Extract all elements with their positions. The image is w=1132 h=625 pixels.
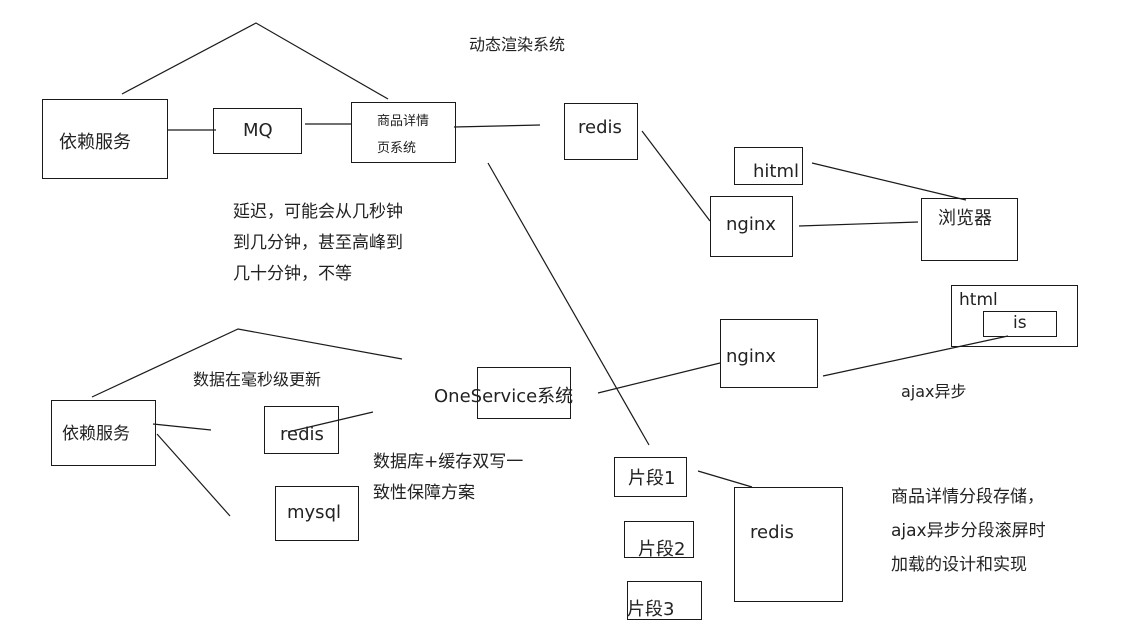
- ms-update-note: 数据在毫秒级更新: [193, 370, 322, 389]
- product-detail-system-label-1: 商品详情: [377, 114, 430, 129]
- edge-product-redis: [453, 124, 541, 128]
- dep-service-bottom-label: 依赖服务: [62, 424, 130, 444]
- redis-bottom-label: redis: [280, 424, 324, 445]
- group-bracket-top: [121, 22, 389, 100]
- browser-label: 浏览器: [938, 208, 992, 229]
- edge-oneservice-nginx: [597, 362, 721, 394]
- redis-segments-box: [734, 487, 843, 602]
- mysql-label: mysql: [287, 502, 341, 523]
- mysql-box: [275, 486, 359, 541]
- segment-3-label: 片段3: [627, 599, 675, 620]
- mq-box: [213, 108, 302, 154]
- segment-1-label: 片段1: [628, 468, 676, 489]
- nginx-top-label: nginx: [726, 214, 776, 235]
- html-container-box: [951, 285, 1078, 347]
- edge-nginx-browser: [798, 221, 919, 227]
- oneservice-box: [477, 367, 571, 419]
- hitml-label: hitml: [753, 161, 800, 182]
- group-bracket-bottom: [91, 328, 403, 398]
- redis-top-box: [564, 103, 638, 160]
- js-label: is: [1013, 313, 1027, 333]
- redis-segments-label: redis: [750, 522, 794, 543]
- html-container-label: html: [959, 290, 998, 310]
- segment-1-box: [614, 457, 687, 497]
- segment-2-box: [624, 521, 694, 558]
- double-write-note: 数据库+缓存双写一 致性保障方案: [373, 452, 524, 503]
- edge-dep-mysql: [156, 433, 231, 517]
- delay-note: 延迟，可能会从几秒钟 到几分钟，甚至高峰到 几十分钟，不等: [233, 202, 403, 284]
- redis-bottom-box: [264, 406, 339, 454]
- edge-product-segments: [487, 162, 650, 446]
- browser-box: [921, 198, 1018, 261]
- edge-hitml-browser: [811, 162, 967, 201]
- dep-service-top-box: [42, 99, 168, 179]
- segment-storage-note: 商品详情分段存储， ajax异步分段滚屏时 加载的设计和实现: [891, 487, 1046, 575]
- edge-dep-redis: [152, 423, 212, 431]
- mq-label: MQ: [243, 120, 273, 141]
- redis-top-label: redis: [578, 117, 622, 138]
- oneservice-label: OneService系统: [434, 386, 574, 407]
- ajax-async-note: ajax异步: [901, 382, 967, 401]
- edge-segment-redis: [697, 470, 753, 488]
- product-detail-system-box: [351, 102, 456, 163]
- js-box: [983, 311, 1057, 337]
- hitml-box: [734, 147, 803, 185]
- nginx-mid-box: [720, 319, 818, 388]
- diagram-title: 动态渲染系统: [469, 35, 566, 54]
- edge-nginx-js: [822, 335, 1009, 377]
- nginx-mid-label: nginx: [726, 346, 776, 367]
- nginx-top-box: [710, 196, 793, 257]
- dep-service-bottom-box: [51, 400, 156, 466]
- product-detail-system-label-2: 页系统: [377, 141, 417, 156]
- edge-redis-nginx: [641, 130, 711, 222]
- segment-3-box: [627, 581, 702, 620]
- segment-2-label: 片段2: [638, 539, 686, 560]
- edge-redis-oneservice: [287, 411, 374, 433]
- dep-service-top-label: 依赖服务: [59, 132, 131, 153]
